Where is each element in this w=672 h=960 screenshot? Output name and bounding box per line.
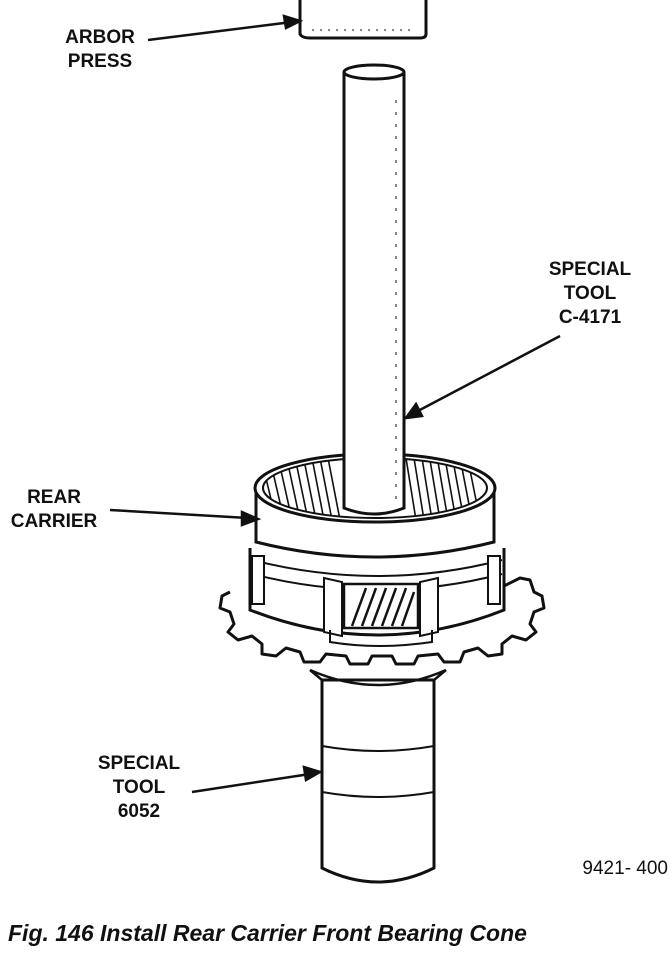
- label-6052-line1: SPECIAL: [97, 753, 181, 774]
- label-rear-carrier-line1: REAR: [27, 487, 81, 508]
- label-arbor-press: ARBOR PRESS: [52, 26, 148, 74]
- tool-6052-arrowhead: [302, 765, 324, 782]
- leader-arrows: [109, 14, 561, 794]
- c4171-leader: [415, 334, 561, 414]
- rear-carrier-housing: [248, 548, 506, 647]
- label-special-tool-c4171: SPECIAL TOOL C-4171: [530, 258, 650, 330]
- special-tool-6052-body: [309, 668, 447, 884]
- label-rear-carrier-line2: CARRIER: [10, 511, 98, 532]
- label-rear-carrier: REAR CARRIER: [0, 486, 108, 534]
- label-6052-line2: TOOL: [112, 777, 166, 798]
- rear-carrier-leader: [109, 508, 249, 520]
- label-c4171-line2: TOOL: [563, 283, 617, 304]
- arbor-press-leader: [147, 20, 293, 42]
- label-6052-line3: 6052: [117, 801, 161, 822]
- rear-carrier-arrowhead: [240, 510, 262, 527]
- c4171-arrowhead: [403, 401, 424, 420]
- figure-caption: Fig. 146 Install Rear Carrier Front Bear…: [8, 920, 527, 946]
- special-tool-c4171-rod: [342, 63, 406, 516]
- label-special-tool-6052: SPECIAL TOOL 6052: [86, 752, 192, 824]
- label-c4171-line3: C-4171: [558, 307, 622, 328]
- tool-6052-leader: [191, 772, 311, 794]
- label-arbor-press-line2: PRESS: [67, 51, 133, 72]
- label-arbor-press-line1: ARBOR: [65, 27, 135, 48]
- figure-code: 9421- 400: [582, 858, 668, 879]
- arbor-press-arrowhead: [282, 14, 304, 30]
- label-c4171-line1: SPECIAL: [548, 259, 632, 280]
- arbor-press-ram: [298, 0, 428, 40]
